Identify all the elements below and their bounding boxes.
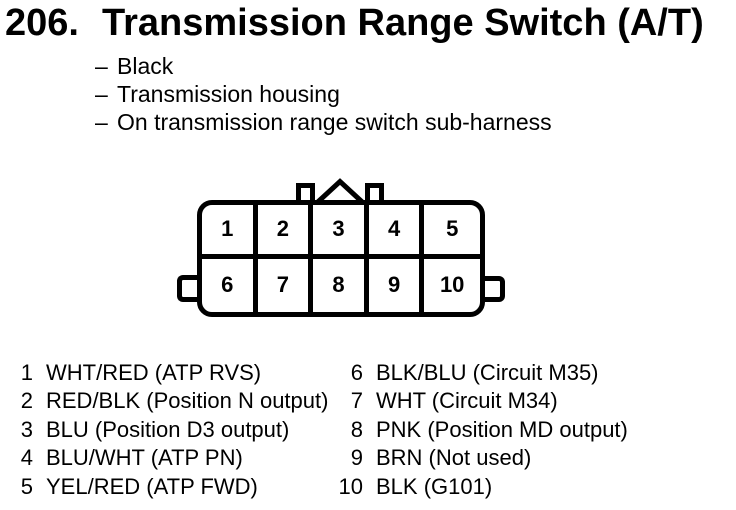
pin-description: BRN (Not used) — [376, 445, 532, 471]
pin-number: 2 — [20, 388, 33, 414]
pin-cell-8: 8 — [313, 258, 369, 312]
pin-number: 7 — [350, 388, 363, 414]
pin-list-right: 6 BLK/BLU (Circuit M35) 7 WHT (Circuit M… — [337, 359, 628, 501]
note-item: – Transmission housing — [95, 80, 552, 108]
pin-description: RED/BLK (Position N output) — [46, 388, 329, 414]
pin-row: 9 BRN (Not used) — [337, 444, 628, 472]
latch-peak-icon — [312, 178, 368, 208]
note-item: – On transmission range switch sub-harne… — [95, 108, 552, 136]
pin-row: 4 BLU/WHT (ATP PN) — [7, 444, 328, 472]
pin-cell-6: 6 — [202, 258, 258, 312]
pin-row: 3 BLU (Position D3 output) — [7, 416, 328, 444]
pin-cell-4: 4 — [368, 205, 425, 259]
pin-cell-7: 7 — [258, 258, 314, 312]
pin-description: BLU/WHT (ATP PN) — [46, 445, 243, 471]
section-number: 206. — [5, 2, 79, 44]
pin-description: BLK (G101) — [376, 473, 493, 499]
note-list: – Black – Transmission housing – On tran… — [95, 52, 552, 136]
pin-number: 9 — [350, 445, 363, 471]
pin-cell-10: 10 — [439, 272, 465, 298]
pin-cell-1: 1 — [202, 205, 258, 259]
pin-number: 3 — [20, 416, 33, 442]
pin-cell-5: 5 — [424, 205, 480, 259]
note-text: Transmission housing — [117, 81, 340, 107]
pin-row: 7 WHT (Circuit M34) — [337, 387, 628, 415]
dash-bullet: – — [95, 109, 108, 135]
pin-number: 6 — [350, 360, 363, 385]
pin-number: 8 — [350, 416, 363, 442]
pin-row: 2 RED/BLK (Position N output) — [7, 387, 329, 415]
pin-row: 5 YEL/RED (ATP FWD) — [7, 473, 328, 501]
pin-row: 1 WHT/RED (ATP RVS) — [7, 359, 328, 387]
dash-bullet: – — [95, 81, 108, 107]
pin-cell-9: 9 — [369, 258, 425, 312]
pin-cell-3: 3 — [313, 205, 369, 259]
pin-row: 6 BLK/BLU (Circuit M35) — [337, 359, 628, 387]
pin-row: 10 BLK (G101) — [337, 473, 628, 501]
connector-top-tab-right — [365, 183, 384, 205]
pin-description: WHT (Circuit M34) — [376, 388, 558, 414]
pin-description: WHT/RED (ATP RVS) — [46, 360, 262, 385]
page-title: Transmission Range Switch (A/T) — [101, 2, 704, 44]
pin-list-left: 1 WHT/RED (ATP RVS) 2 RED/BLK (Position … — [7, 359, 329, 501]
note-item: – Black — [95, 52, 552, 80]
pin-number: 10 — [338, 473, 363, 499]
pin-number: 1 — [20, 360, 33, 385]
pin-number: 5 — [20, 473, 33, 499]
connector-body: 1 2 3 4 5 6 7 8 9 10 — [197, 200, 485, 317]
pin-number: 4 — [20, 445, 33, 471]
note-text: On transmission range switch sub-harness — [117, 109, 552, 135]
pin-cell-2: 2 — [257, 205, 314, 259]
pin-description: PNK (Position MD output) — [376, 416, 628, 442]
pin-description: YEL/RED (ATP FWD) — [46, 473, 258, 499]
dash-bullet: – — [95, 53, 108, 79]
pin-description: BLU (Position D3 output) — [46, 416, 290, 442]
page-heading: 206. Transmission Range Switch (A/T) — [5, 0, 704, 46]
pin-description: BLK/BLU (Circuit M35) — [376, 360, 599, 385]
connector-top-tab-left — [296, 183, 315, 205]
note-text: Black — [117, 53, 174, 79]
pin-row: 8 PNK (Position MD output) — [337, 416, 628, 444]
